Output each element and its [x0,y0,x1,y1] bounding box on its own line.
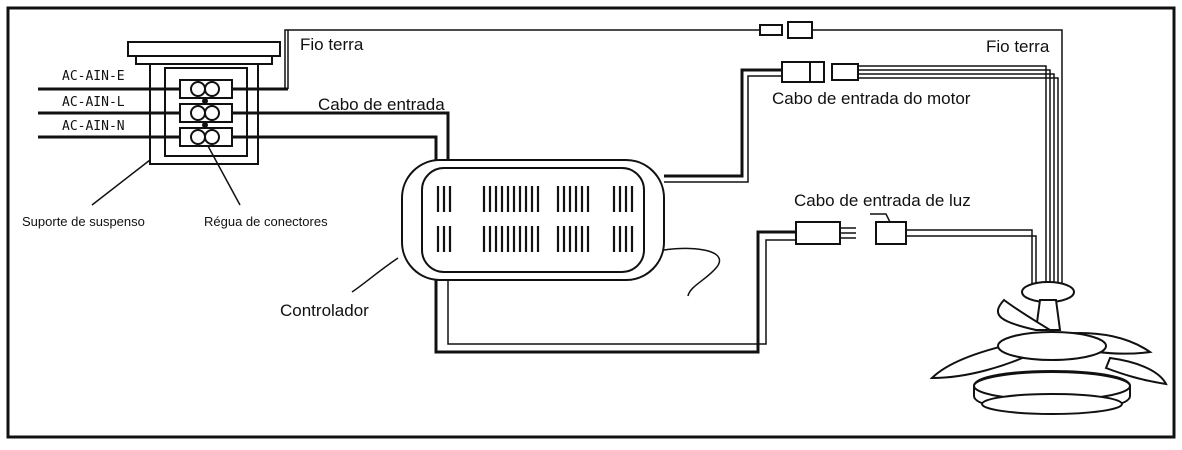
ceiling-fan [929,281,1168,415]
terminal-label-l: AC-AIN-L [62,95,125,110]
light-connector-pins [840,227,856,239]
terminal-screw [190,105,206,121]
light-wire-b [906,235,1037,290]
motor-cable-2 [664,75,782,183]
earth-connector [759,21,813,39]
motor-wire-d [858,77,1059,286]
motor-connector [781,61,859,83]
motor-connector-socket [831,63,859,81]
terminal-label-e: AC-AIN-E [62,69,125,84]
bracket-leader-line [91,159,151,206]
bracket-top-rim [135,55,273,65]
terminal-dot [202,98,208,104]
light-connector-clip [870,213,891,223]
light-connector [795,213,907,245]
diagram-frame [6,6,1176,439]
controller-label: Controlador [280,301,369,320]
controller-panel [421,167,645,273]
terminal-label-n: AC-AIN-N [62,119,125,134]
light-wire-a [906,229,1033,290]
terminal-leader-line [207,145,241,206]
controller [401,159,665,281]
terminal-screw [190,81,206,97]
input-cable-label: Cabo de entrada [318,95,445,114]
earth-connector-female [787,21,813,39]
terminal-block [179,79,233,147]
earth-label-left: Fio terra [300,35,364,54]
terminal-screw [204,129,220,145]
controller-antenna [663,247,721,297]
input-cable-l [232,111,450,165]
motor-connector-plug [781,61,811,83]
fan-downrod [1034,299,1062,331]
fan-light-diffuser [981,393,1123,415]
motor-wire-a [858,65,1047,286]
light-cable-2 [447,239,796,345]
earth-wire-fan [812,29,1063,285]
light-connector-plug [795,221,841,245]
terminal-screw [190,129,206,145]
terminal-dot [202,122,208,128]
light-cable-label: Cabo de entrada de luz [794,191,971,210]
fan-blade-back [997,298,1054,331]
suspension-bracket-label: Suporte de suspenso [22,214,145,229]
terminal-screw [204,105,220,121]
fan-motor-housing [997,331,1107,361]
motor-wire-c [858,73,1055,286]
motor-cable-label: Cabo de entrada do motor [772,89,971,108]
earth-connector-male [759,24,783,36]
input-cable-n [232,135,438,165]
terminal-screw [204,81,220,97]
earth-label-right: Fio terra [986,37,1050,56]
motor-cable-1 [664,68,782,178]
fan-blade-front [1104,356,1168,386]
motor-connector-mid [809,61,825,83]
terminal-block-label: Régua de conectores [204,214,328,229]
bracket-top-plate [127,41,281,57]
controller-leader-line [351,257,399,293]
light-cable-1 [434,230,796,354]
controller-vents [436,186,634,252]
light-connector-socket [875,221,907,245]
motor-wire-b [858,69,1051,286]
